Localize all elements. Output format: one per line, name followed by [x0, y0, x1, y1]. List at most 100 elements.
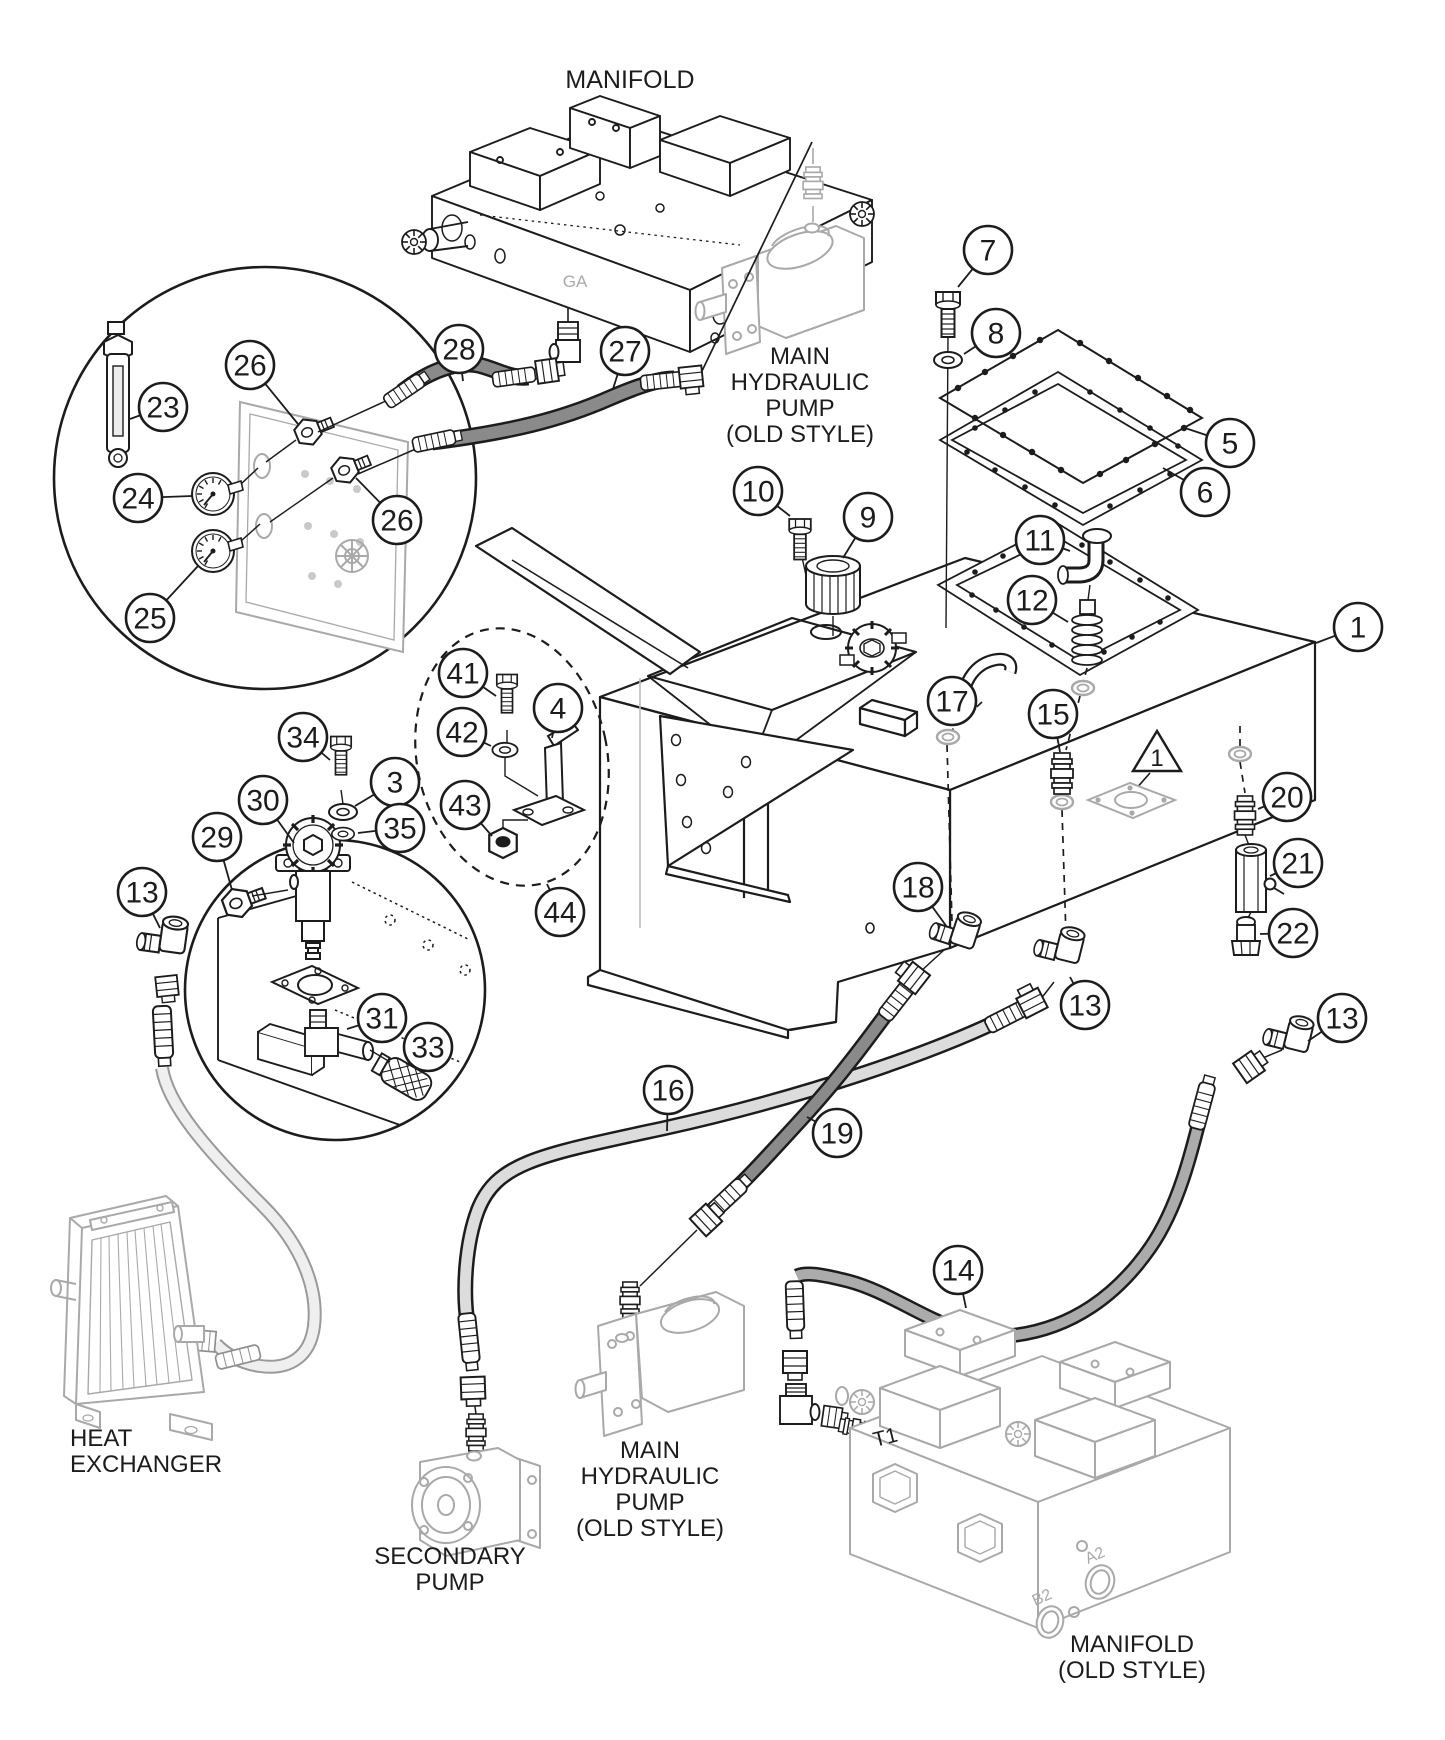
callout-31: 31	[346, 992, 408, 1044]
callout-9: 9	[842, 491, 894, 559]
callout-35: 35	[357, 802, 426, 854]
bracket-bolt	[495, 673, 519, 714]
pump-nipple	[465, 1413, 487, 1452]
suction-elbow	[1057, 528, 1112, 585]
callout-42: 42	[436, 706, 492, 758]
hose-crimp	[151, 1004, 175, 1068]
flat-washer	[330, 826, 356, 842]
callout-number: 25	[133, 603, 166, 636]
warning-number: 1	[1150, 745, 1163, 772]
callout-16: 16	[642, 1064, 694, 1132]
fitting-22	[1230, 911, 1262, 956]
callout-12: 12	[1006, 574, 1069, 626]
manifold-bottom-drawing	[835, 1309, 1231, 1639]
callout-number: 7	[980, 235, 997, 268]
hose-crimp	[784, 1280, 806, 1340]
callout-number: 31	[365, 1003, 398, 1036]
manifold-elbow-fitting	[548, 308, 581, 363]
callout-number: 13	[125, 877, 158, 910]
callout-number: 6	[1197, 477, 1214, 510]
callout-26: 26	[224, 339, 299, 425]
callout-19: 19	[806, 1107, 863, 1159]
callout-13: 13	[1059, 976, 1111, 1031]
callout-number: 23	[146, 392, 179, 425]
callout-4: 4	[532, 682, 584, 739]
sight-gauge	[103, 321, 133, 468]
callout-number: 26	[380, 505, 413, 538]
tank-nipple	[1050, 752, 1074, 795]
callout-27: 27	[599, 325, 651, 390]
detail-circle-gauges	[52, 265, 478, 691]
callout-number: 43	[448, 790, 481, 823]
hose-nut	[782, 1350, 808, 1381]
bracket-washer	[491, 741, 519, 759]
callout-number: 26	[233, 350, 266, 383]
callout-6: 6	[1162, 466, 1231, 518]
callout-3: 3	[354, 756, 421, 808]
grommet-ring	[1049, 793, 1075, 811]
callout-number: 12	[1015, 585, 1048, 618]
callout-number: 13	[1325, 1003, 1358, 1036]
heat-exchanger-hose	[155, 1066, 322, 1374]
lock-washer	[328, 803, 358, 821]
filter-bolt	[329, 735, 353, 776]
callout-number: 14	[941, 1255, 974, 1288]
hose27-to-pump-line	[701, 141, 813, 372]
callout-13: 13	[1307, 992, 1368, 1044]
callout-18: 18	[892, 861, 948, 928]
callout-number: 9	[860, 502, 877, 535]
callout-21: 21	[1269, 837, 1324, 889]
callout-number: 1	[1350, 612, 1367, 645]
callout-43: 43	[439, 779, 493, 837]
label-manifold-bottom: MANIFOLD(OLD STYLE)	[1058, 1631, 1206, 1684]
callout-number: 18	[901, 872, 934, 905]
lock-washer	[933, 351, 963, 369]
drain-nipple	[1233, 795, 1257, 836]
callout-number: 28	[442, 334, 475, 367]
callout-26: 26	[355, 477, 423, 546]
callout-15: 15	[1027, 688, 1079, 753]
main-pump-bottom-drawing	[574, 1291, 745, 1437]
callout-number: 41	[446, 658, 479, 691]
hose-crimp	[1187, 1073, 1219, 1132]
axis-line	[340, 789, 344, 805]
pump-top-nipple	[802, 166, 824, 200]
breather-cap	[805, 555, 861, 640]
callout-14: 14	[932, 1244, 984, 1309]
flange-bolt	[788, 518, 812, 561]
callout-13: 13	[116, 866, 168, 929]
label-port-a2: A2	[1083, 1544, 1108, 1568]
callout-number: 20	[1270, 782, 1303, 815]
elbow-13	[1031, 918, 1087, 967]
callout-23: 23	[129, 381, 189, 433]
callout-28: 28	[433, 323, 485, 382]
return-filter	[275, 815, 351, 960]
callout-30: 30	[237, 774, 295, 844]
elbow-13	[1260, 1007, 1316, 1056]
callout-33: 33	[402, 1021, 454, 1073]
callout-number: 13	[1068, 990, 1101, 1023]
suction-strainer	[1071, 584, 1103, 666]
callout-number: 33	[411, 1032, 444, 1065]
callout-22: 22	[1259, 907, 1319, 959]
callout-10: 10	[732, 465, 791, 517]
callout-number: 15	[1036, 699, 1069, 732]
grommet-ring	[1070, 679, 1096, 697]
callout-number: 11	[1024, 525, 1055, 558]
callout-11: 11	[1014, 514, 1071, 566]
cover-gasket	[938, 370, 1204, 527]
label-port-b2: B2	[1030, 1586, 1055, 1610]
callout-number: 3	[387, 767, 404, 800]
axis-line	[251, 889, 289, 897]
callout-number: 19	[820, 1118, 853, 1151]
callout-number: 21	[1281, 848, 1314, 881]
hose-nut	[154, 974, 181, 1005]
callout-20: 20	[1257, 771, 1313, 823]
main-pump-top-drawing	[694, 148, 865, 355]
